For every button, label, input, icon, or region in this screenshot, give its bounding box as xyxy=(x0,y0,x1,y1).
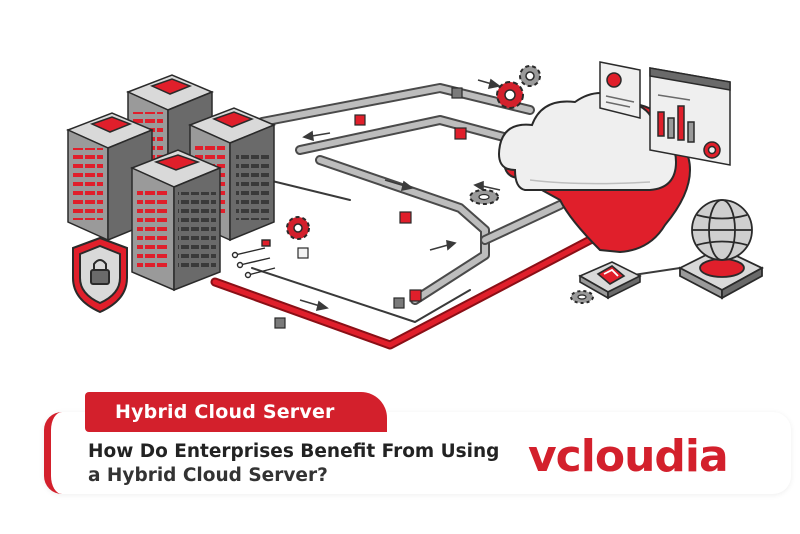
network-tracks xyxy=(251,83,565,323)
dashboard-icon xyxy=(599,61,731,166)
category-label: Hybrid Cloud Server xyxy=(115,401,335,423)
server-rack-icon xyxy=(66,74,276,292)
category-tag: Hybrid Cloud Server xyxy=(85,392,387,432)
headline-line-1: How Do Enterprises Benefit From Using xyxy=(88,441,500,462)
cloud-icon xyxy=(498,92,692,254)
vcloudia-logo: vcloudia xyxy=(528,431,729,482)
alert-icon xyxy=(578,261,642,300)
globe-icon xyxy=(678,199,764,300)
headline-line-2: a Hybrid Cloud Server? xyxy=(88,465,328,486)
gear-icon xyxy=(286,65,594,304)
circuit-lines xyxy=(231,239,276,279)
flow-arrows xyxy=(299,78,501,312)
headline: How Do Enterprises Benefit From Using a … xyxy=(88,440,518,488)
hybrid-cloud-illustration xyxy=(66,61,764,350)
logo-wordmark: vcloudia xyxy=(528,431,728,482)
data-packets xyxy=(274,87,467,329)
shield-lock-icon xyxy=(72,236,128,314)
